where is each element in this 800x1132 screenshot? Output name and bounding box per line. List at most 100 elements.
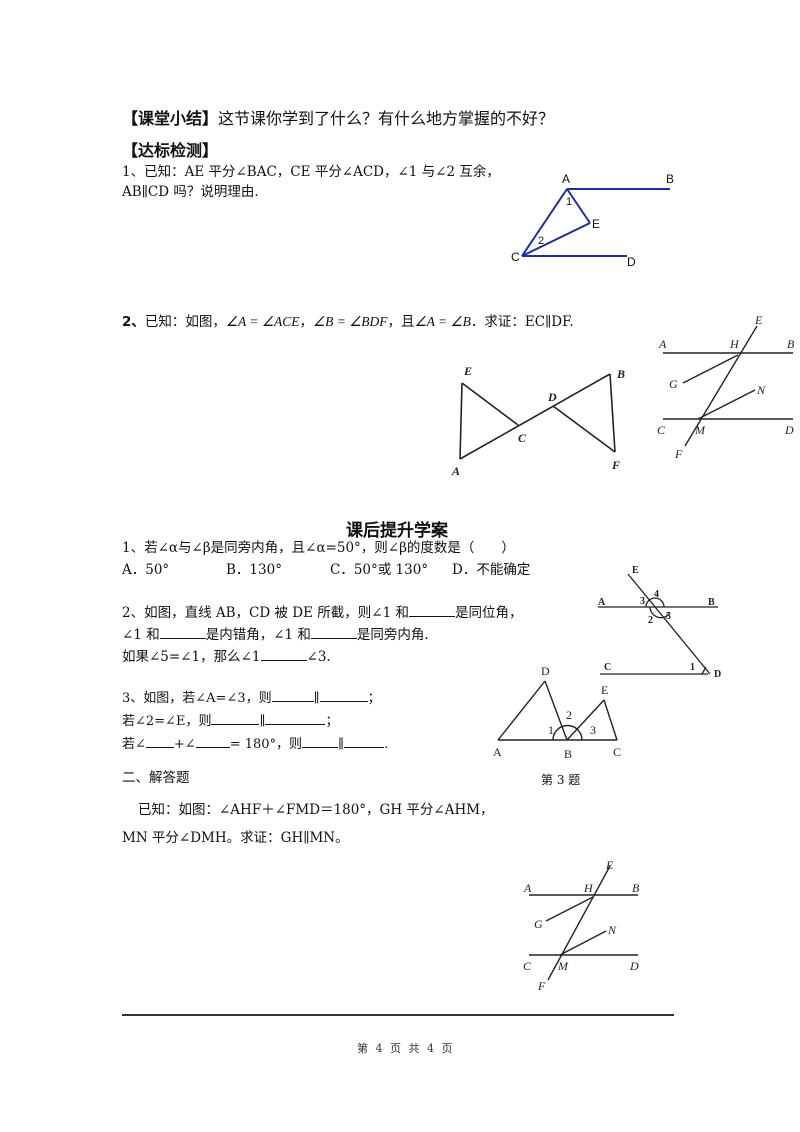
fig3-label-e: E — [754, 313, 763, 327]
fig3-label-h: H — [729, 337, 740, 351]
fig-hw2-label-d: D — [714, 669, 721, 680]
fig1-label-1: 1 — [566, 196, 572, 208]
hw-q3-l2c: ； — [325, 714, 339, 729]
hw-q2-line1: 2、如图，直线 AB，CD 被 DE 所截，则∠1 和是同位角， — [122, 602, 522, 623]
fig3-label-g: G — [669, 377, 678, 391]
homework-title: 课后提升学案 — [346, 521, 448, 541]
fig-hw3-label-c: C — [613, 745, 621, 759]
hw-q2-l2a: ∠1 和 — [122, 627, 160, 643]
hw-q2-blank-2[interactable] — [159, 624, 206, 639]
fig1-label-c: C — [511, 250, 520, 264]
hw-q3-l3b: +∠ — [173, 737, 196, 752]
fig4-label-g: G — [534, 917, 543, 931]
fig-hw2-label-1: 1 — [690, 662, 695, 673]
check-q1-line2: AB∥CD 吗？说明理由. — [122, 184, 259, 200]
hw-q2-l1b: 是同位角， — [454, 605, 523, 621]
check-q2-post: ．求证：EC∥DF. — [470, 314, 574, 330]
section2-line1: 已知：如图：∠AHF＋∠FMD＝180°，GH 平分∠AHM， — [138, 802, 494, 818]
hw-q3-blank-5[interactable] — [145, 733, 174, 748]
hw-q3-blank-2[interactable] — [319, 687, 368, 702]
fig-hw2-label-2: 2 — [648, 615, 653, 626]
hw-q1-option-c: C．50°或 130° — [330, 562, 429, 578]
fig-hw3-label-d: D — [541, 664, 550, 678]
hw-q3-blank-4[interactable] — [265, 710, 326, 725]
fig-hw2-label-5: 5 — [666, 611, 671, 622]
hw-q2-l2c: 是同旁内角. — [356, 627, 429, 643]
hw-q3-blank-3[interactable] — [211, 710, 260, 725]
check-q2-sep2: ，且 — [387, 314, 415, 330]
hw-q3-l2b: ∥ — [259, 714, 266, 729]
figure-caption-q3: 第 3 题 — [541, 773, 581, 787]
hw-q3-l1c: ； — [367, 691, 381, 706]
hw-q3-line1: 3、如图，若∠A=∠3，则∥； — [122, 687, 381, 709]
fig4-label-m: M — [557, 959, 569, 973]
hw-q3-l1b: ∥ — [313, 691, 320, 706]
hw-q3-l2a: 若∠2=∠E，则 — [122, 714, 212, 729]
fig-hw2-label-4: 4 — [654, 589, 659, 600]
fig4-label-a: A — [523, 881, 532, 895]
hw-q3-blank-1[interactable] — [271, 687, 314, 702]
fig-hw3-label-1: 1 — [548, 723, 554, 737]
fig3-label-b: B — [787, 337, 795, 351]
hw-q3-blank-8[interactable] — [344, 733, 385, 748]
fig4-label-e: E — [605, 858, 614, 872]
figure-parallel-transversal-top: A H B E G N C M D F — [657, 313, 795, 461]
check-label: 【达标检测】 — [122, 141, 219, 160]
hw-q1-text: 1、若∠α与∠β是同旁内角，且∠α=50°，则∠β的度数是（ ） — [122, 540, 515, 556]
fig2-label-b: B — [616, 367, 625, 381]
fig-hw3-label-a: A — [493, 745, 502, 759]
figure-transversal-de: E A 3 4 B 2 5 C 1 D — [598, 565, 721, 680]
hw-q3-l3a: 若∠ — [122, 737, 146, 752]
fig4-label-b: B — [632, 881, 640, 895]
hw-q3-l3d: ∥ — [338, 737, 345, 752]
fig2-label-f: F — [611, 458, 620, 472]
hw-q3-blank-7[interactable] — [302, 733, 339, 748]
fig2-label-e: E — [463, 364, 472, 378]
figure-two-triangles: D E 1 2 3 A B C — [493, 664, 621, 761]
footer-divider — [122, 1014, 674, 1016]
section2-label: 二、解答题 — [122, 770, 190, 786]
section2-line2: MN 平分∠DMH。求证：GH∥MN。 — [122, 830, 349, 846]
fig1-label-b: B — [666, 172, 674, 186]
fig3-label-a: A — [658, 337, 667, 351]
check-q2-cond3: ∠A = ∠B — [414, 314, 471, 329]
hw-q2-blank-4[interactable] — [260, 646, 307, 661]
fig-hw2-label-a: A — [598, 597, 606, 608]
hw-q2-line2: ∠1 和是内错角，∠1 和是同旁内角. — [122, 624, 429, 645]
fig2-label-a: A — [451, 464, 460, 478]
hw-q2-l3b: ∠3. — [306, 649, 331, 665]
fig-hw3-label-3: 3 — [590, 723, 596, 737]
figure-bowtie: E B D C A F — [451, 364, 625, 478]
fig1-label-d: D — [627, 255, 636, 268]
fig-hw2-label-c: C — [604, 662, 611, 673]
fig4-label-h: H — [583, 881, 594, 895]
fig4-label-f: F — [537, 979, 546, 993]
figure-angle-bisector: A B E C D 1 2 — [511, 172, 674, 268]
hw-q1-option-d: D．不能确定 — [452, 562, 531, 578]
hw-q3-blank-6[interactable] — [195, 733, 230, 748]
check-q2-num: 2、 — [122, 314, 145, 330]
check-q2-cond1: ∠A = ∠ACE — [225, 314, 300, 329]
check-q1-line1: 1、已知：AE 平分∠BAC，CE 平分∠ACD，∠1 与∠2 互余， — [122, 164, 500, 180]
check-q2-cond2: ∠B = ∠BDF — [312, 314, 388, 329]
hw-q3-l3e: . — [384, 737, 389, 752]
hw-q2-line3: 如果∠5=∠1，那么∠1 ∠3. — [122, 646, 331, 667]
hw-q1-option-b: B．130° — [226, 562, 282, 578]
hw-q2-l3a: 如果∠5=∠1，那么∠1 — [122, 649, 261, 665]
hw-q3-line2: 若∠2=∠E，则 ∥ ； — [122, 710, 338, 732]
summary-line: 【课堂小结】这节课你学到了什么？有什么地方掌握的不好？ — [122, 108, 554, 130]
fig3-label-f: F — [674, 447, 683, 461]
summary-text: 这节课你学到了什么？有什么地方掌握的不好？ — [218, 109, 555, 128]
fig3-label-n: N — [756, 383, 766, 397]
fig3-label-m: M — [694, 423, 706, 437]
fig1-label-e: E — [592, 217, 600, 231]
hw-q2-blank-1[interactable] — [408, 602, 455, 617]
fig-hw3-label-b: B — [564, 747, 572, 761]
hw-q1-option-a: A．50° — [122, 562, 170, 578]
fig2-label-d: D — [547, 390, 557, 404]
fig4-label-c: C — [523, 959, 532, 973]
hw-q2-blank-3[interactable] — [310, 624, 357, 639]
fig-hw2-label-e: E — [632, 565, 639, 576]
hw-q3-line3: 若∠+∠= 180°，则∥. — [122, 733, 388, 755]
fig3-label-c: C — [657, 423, 666, 437]
